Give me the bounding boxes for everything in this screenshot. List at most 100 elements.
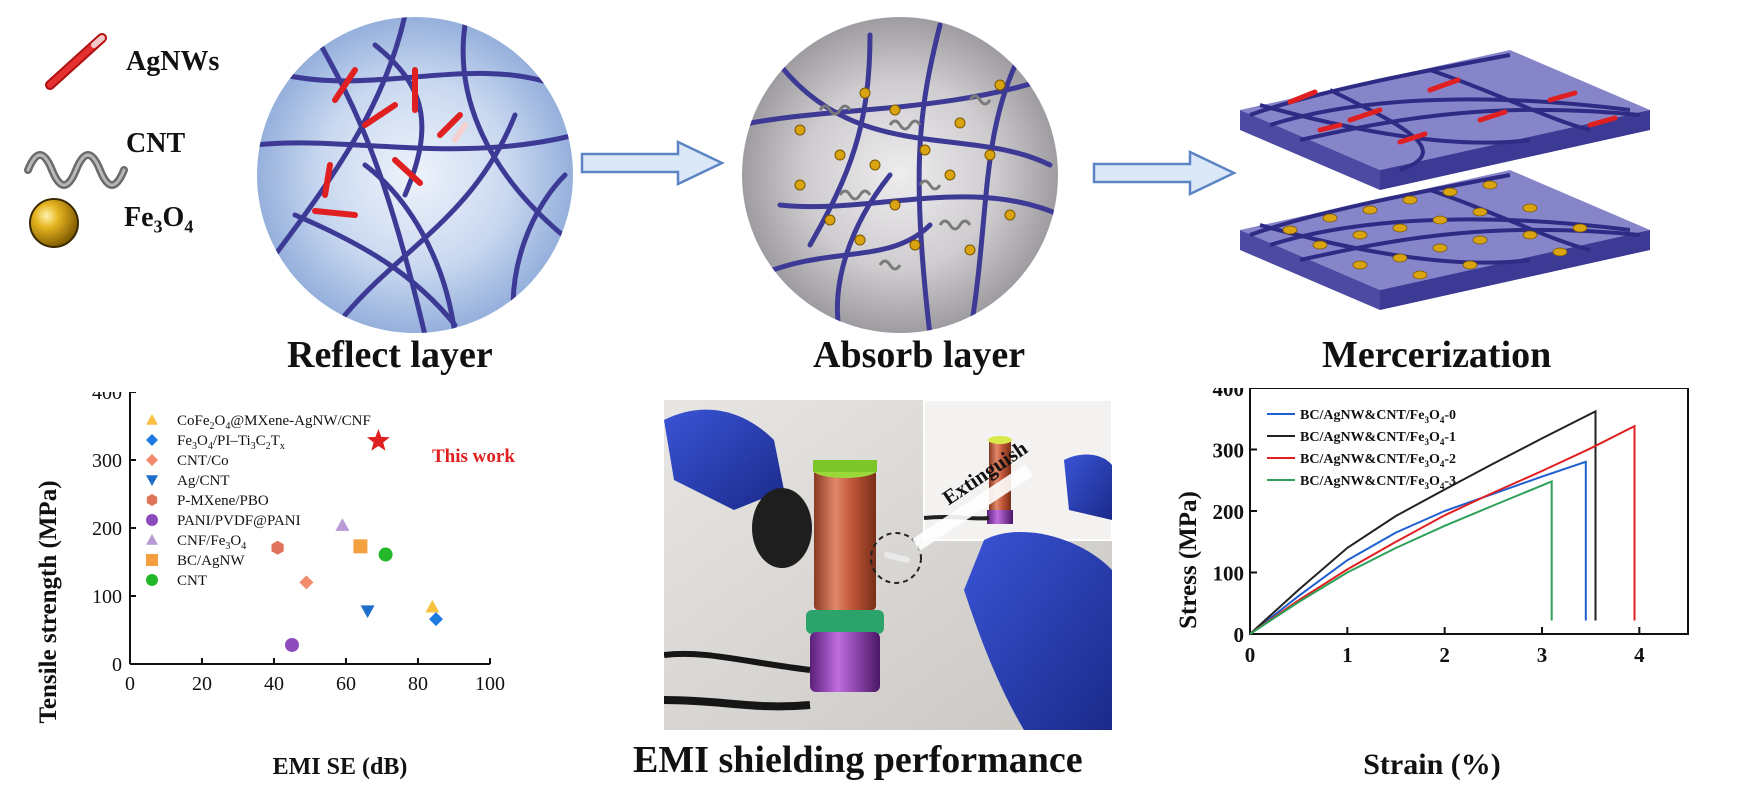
reflect-layer-caption: Reflect layer [287,334,493,376]
data-point [285,637,299,652]
stress-strain-axes [1249,388,1689,635]
legend-entry: PANI/PVDF@PANI [177,513,301,529]
cnt-tubes [818,94,992,271]
y-tick-label: 200 [92,518,122,540]
emi-shielding-photo: Extinguish [664,400,1112,730]
x-tick-label: 0 [1245,643,1256,667]
this-work-star-icon [367,429,390,451]
legend-marker [146,434,158,446]
bulb-highlight [870,532,922,584]
data-point [425,599,440,613]
glove-right [964,531,1112,730]
y-tick-label: 400 [1213,388,1245,401]
data-point [299,575,314,590]
y-tick-label: 100 [92,586,122,608]
coil [814,470,876,610]
legend-entry: CNT [177,573,207,589]
stress-strain-x-axis-label: Strain (%) [1363,748,1501,781]
y-tick-label: 300 [1213,439,1245,463]
data-point [360,605,375,618]
x-tick-label: 2 [1439,643,1450,667]
plot-frame [1249,388,1689,635]
stress-strain-chart: 0 1 2 3 4 0 100 200 300 400 Strain (%) Stress (MP… [1175,388,1689,781]
data-point [353,539,368,554]
agnw-label: AgNWs [126,46,220,77]
cnt-icon [24,151,128,189]
legend-marker [146,414,158,425]
legend-marker [146,554,158,566]
y-tick-label: 300 [92,450,122,472]
legend-entry: BC/AgNW&CNT/Fe3O4-2 [1300,452,1456,469]
x-tick-label: 3 [1537,643,1548,667]
stress-strain-tick-labels: 0 1 2 3 4 0 100 200 300 400 [1213,388,1646,667]
data-point [335,518,350,531]
absorb-layer-caption: Absorb layer [813,334,1026,376]
legend-entry: CoFe2O4@MXene-AgNW/CNF [177,413,371,432]
legend-entry: P-MXene/PBO [177,493,269,509]
x-tick-label: 20 [192,673,212,695]
scatter-legend: CoFe2O4@MXene-AgNW/CNF Fe3O4/PI–Ti3C2Tx … [146,413,371,589]
cnt-label: CNT [126,128,186,159]
glove-left [664,409,784,510]
x-tick-label: 100 [475,673,505,695]
bottom-layer-absorb [1240,170,1650,310]
legend-entry: BC/AgNW&CNT/Fe3O4-0 [1300,408,1456,425]
agnw-icon [45,33,107,90]
legend-entry: BC/AgNW&CNT/Fe3O4-1 [1300,430,1456,447]
y-tick-label: 0 [1234,623,1245,647]
x-tick-label: 40 [264,673,284,695]
emi-shielding-caption: EMI shielding performance [633,739,1083,781]
legend-entry: CNT/Co [177,453,229,469]
y-tick-label: 400 [92,392,122,404]
scatter-tick-labels: 0 20 40 60 80 100 0 100 200 300 400 [92,392,505,695]
x-tick-label: 1 [1342,643,1353,667]
x-tick-label: 80 [408,673,428,695]
series-line [1249,460,1587,635]
x-tick-label: 60 [336,673,356,695]
this-work-annotation: This work [432,446,515,467]
legend-marker [146,514,158,526]
x-tick-label: 4 [1634,643,1645,667]
y-tick-label: 100 [1213,562,1245,586]
scatter-points [271,429,443,652]
legend-marker [146,534,158,545]
arrow-right-icon [580,140,725,186]
legend-marker [146,454,158,466]
y-tick-label: 200 [1213,500,1245,524]
stress-strain-legend: BC/AgNW&CNT/Fe3O4-0 BC/AgNW&CNT/Fe3O4-1 … [1267,408,1456,491]
stress-strain-series [1249,409,1636,635]
series-line [1249,480,1553,635]
x-tick-label: 0 [125,673,135,695]
scatter-chart: 0 20 40 60 80 100 0 100 200 300 400 EMI SE (dB) Te… [35,392,515,780]
fiber-network [257,17,573,333]
scatter-axes [129,392,491,665]
absorb-layer-sphere [742,17,1058,333]
legend-marker [146,494,158,506]
material-legend-icons [24,33,128,248]
series-line [1249,424,1636,635]
legend-marker [146,475,158,486]
legend-entry: Ag/CNT [177,473,230,489]
data-point [271,540,284,555]
top-layer-reflect [1240,50,1650,190]
film-sample [752,488,812,568]
legend-entry: Fe3O4/PI–Ti3C2Tx [177,433,285,452]
mercerization-caption: Mercerization [1322,334,1552,376]
fe3o4-icon [29,198,79,248]
stress-strain-y-axis-label: Stress (MPa) [1175,491,1202,629]
scatter-y-axis-label: Tensile strength (MPa) [35,480,62,723]
mercerization-layers-illustration [1240,50,1650,310]
fe3o4-particles [794,79,1016,256]
legend-entry: BC/AgNW&CNT/Fe3O4-3 [1300,474,1456,491]
legend-marker [146,574,158,586]
fe3o4-label: Fe3O4 [124,202,194,237]
legend-entry: CNF/Fe3O4 [177,533,246,552]
data-point [378,547,393,562]
legend-entry: BC/AgNW [177,553,245,569]
reflect-layer-sphere [257,17,573,333]
scatter-x-axis-label: EMI SE (dB) [273,754,408,780]
data-point [429,612,443,627]
arrow-right-icon [1092,150,1237,196]
agnw-rods [312,67,468,218]
y-tick-label: 0 [112,654,122,676]
